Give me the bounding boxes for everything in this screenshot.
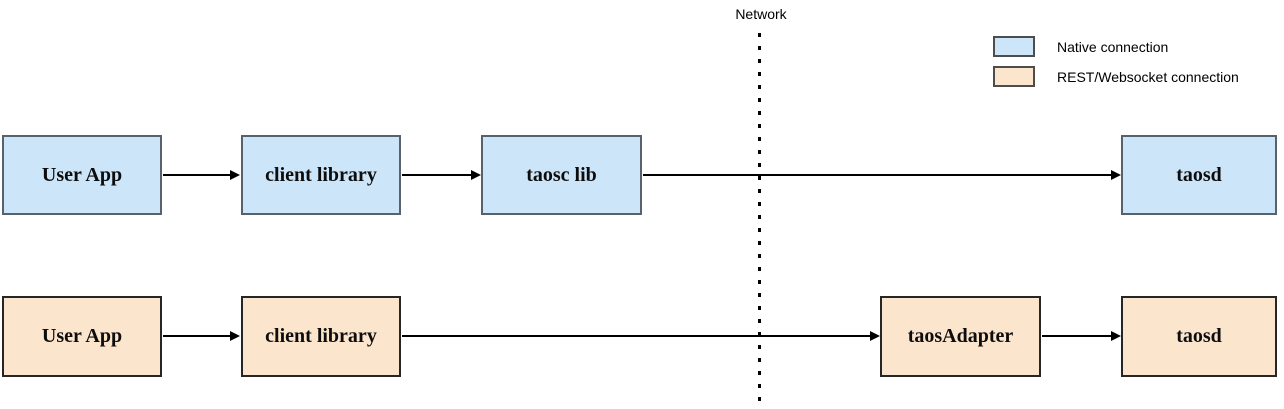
- arrow-clientlib-to-taosclib: [402, 170, 481, 180]
- node-taosd-rest: taosd: [1121, 296, 1277, 377]
- rest-connection-swatch: [993, 66, 1035, 87]
- native-connection-swatch: [993, 36, 1035, 57]
- node-taosc-lib: taosc lib: [481, 135, 642, 215]
- arrow-taosclib-to-taosd: [643, 170, 1121, 180]
- legend-item-rest: REST/Websocket connection: [993, 66, 1239, 87]
- node-taosd-native: taosd: [1121, 135, 1277, 215]
- legend: Native connection REST/Websocket connect…: [993, 36, 1239, 96]
- arrow-userapp-to-clientlib-native: [163, 170, 240, 180]
- network-divider-line: [758, 33, 761, 407]
- arrow-taosadapter-to-taosd: [1042, 331, 1121, 341]
- arrow-userapp-to-clientlib-rest: [163, 331, 240, 341]
- arrow-clientlib-to-taosadapter: [402, 331, 880, 341]
- node-user-app-rest: User App: [2, 296, 162, 377]
- network-divider-label: Network: [735, 6, 787, 22]
- legend-item-native: Native connection: [993, 36, 1239, 57]
- node-client-library-native: client library: [241, 135, 401, 215]
- legend-label-native: Native connection: [1057, 38, 1169, 55]
- node-taosadapter: taosAdapter: [880, 296, 1041, 377]
- legend-label-rest: REST/Websocket connection: [1057, 68, 1239, 85]
- node-client-library-rest: client library: [241, 296, 401, 377]
- node-user-app-native: User App: [2, 135, 162, 215]
